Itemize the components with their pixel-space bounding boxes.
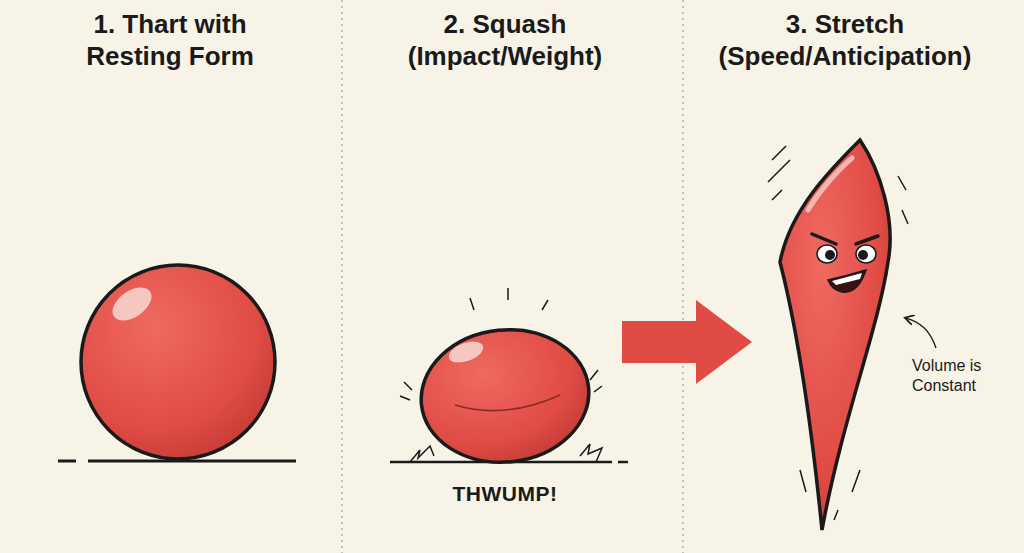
squashed-ball [390, 288, 628, 470]
panel-heading: 3. Stretch (Speed/Anticipation) [695, 8, 995, 72]
callout-note: Volume is Constant [912, 356, 1012, 396]
panel-divider [341, 0, 343, 553]
panel-divider [682, 0, 684, 553]
panel-heading: 2. Squash (Impact/Weight) [380, 8, 630, 72]
stretched-character [768, 140, 936, 530]
transition-arrow [622, 300, 752, 384]
resting-ball [58, 265, 296, 461]
sound-effect: THWUMP! [430, 481, 580, 507]
panel-heading: 1. Thart with Resting Form [60, 8, 280, 72]
